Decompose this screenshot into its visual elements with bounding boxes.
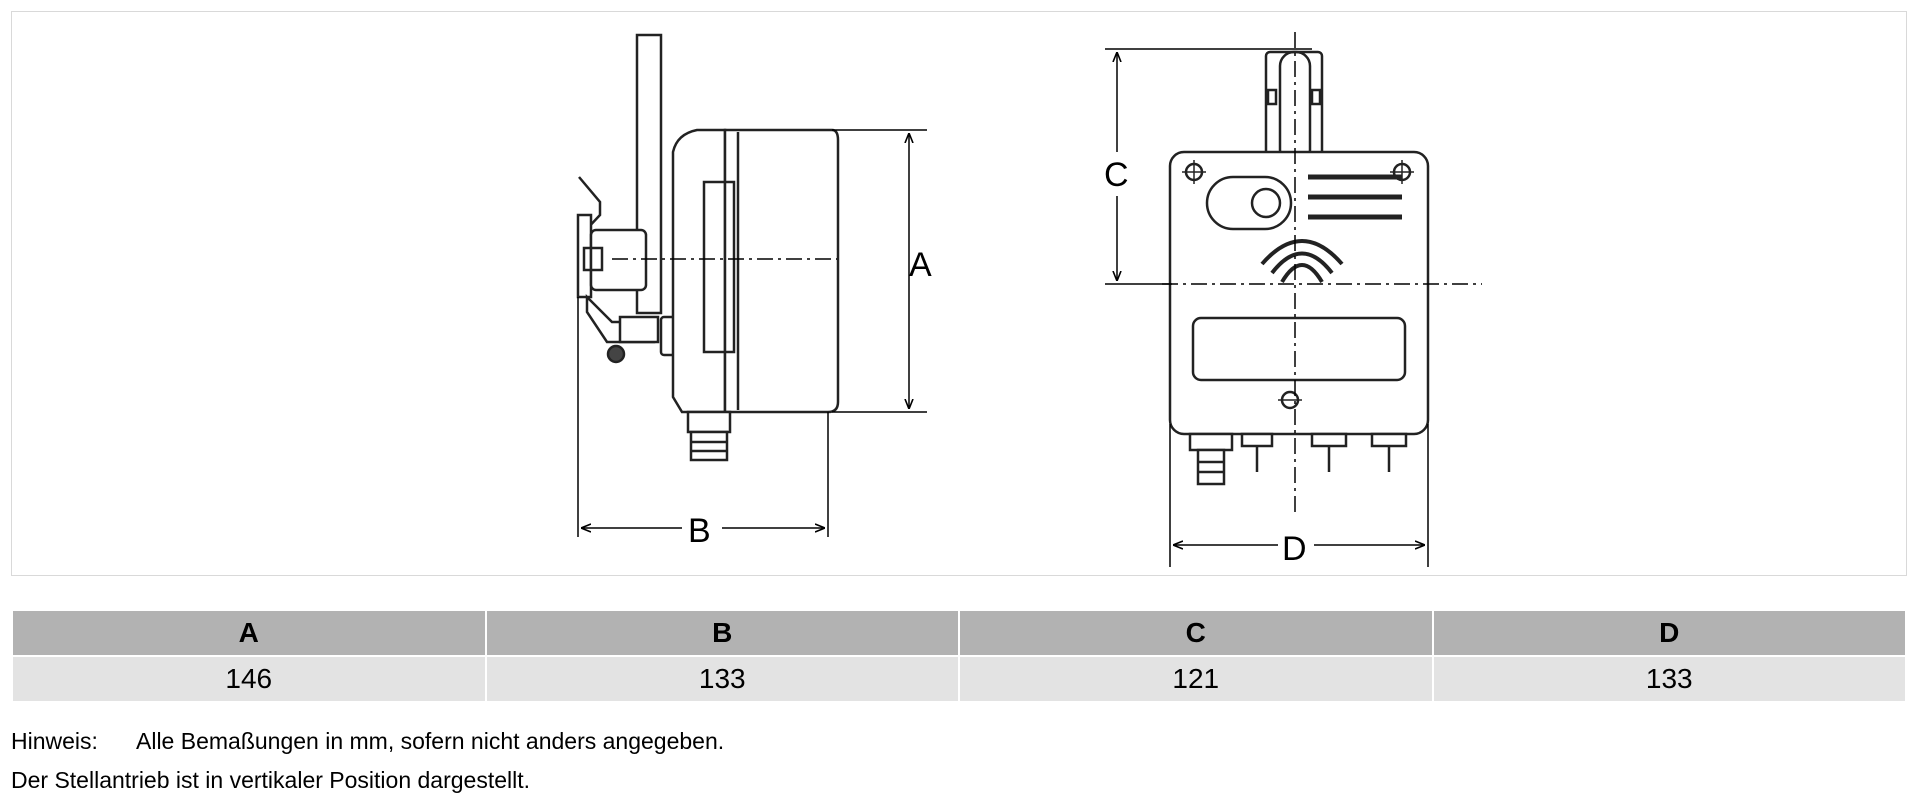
- front-view: [1162, 32, 1482, 517]
- notes: Hinweis: Alle Bemaßungen in mm, sofern ni…: [11, 722, 724, 800]
- note-label: Hinweis:: [11, 728, 98, 754]
- dim-label-c: C: [1104, 156, 1129, 194]
- dim-label-a: A: [909, 246, 932, 284]
- table-row: 146 133 121 133: [11, 655, 1907, 703]
- header-b: B: [484, 609, 960, 657]
- table-header-row: A B C D: [11, 609, 1907, 657]
- dim-label-d: D: [1282, 530, 1307, 568]
- header-c: C: [958, 609, 1434, 657]
- note-text-1: Alle Bemaßungen in mm, sofern nicht ande…: [136, 728, 725, 754]
- value-c: 121: [958, 655, 1434, 703]
- value-b: 133: [484, 655, 960, 703]
- header-d: D: [1431, 609, 1907, 657]
- header-a: A: [11, 609, 487, 657]
- note-line-1: Hinweis: Alle Bemaßungen in mm, sofern ni…: [11, 722, 724, 761]
- value-d: 133: [1431, 655, 1907, 703]
- note-line-2: Der Stellantrieb ist in vertikaler Posit…: [11, 767, 531, 793]
- technical-drawing: A B C D: [11, 11, 1907, 576]
- dim-label-b: B: [688, 512, 711, 550]
- value-a: 146: [11, 655, 487, 703]
- dimension-a: [832, 129, 927, 413]
- dimension-table: A B C D 146 133 121 133: [11, 609, 1907, 703]
- side-view: [576, 33, 840, 462]
